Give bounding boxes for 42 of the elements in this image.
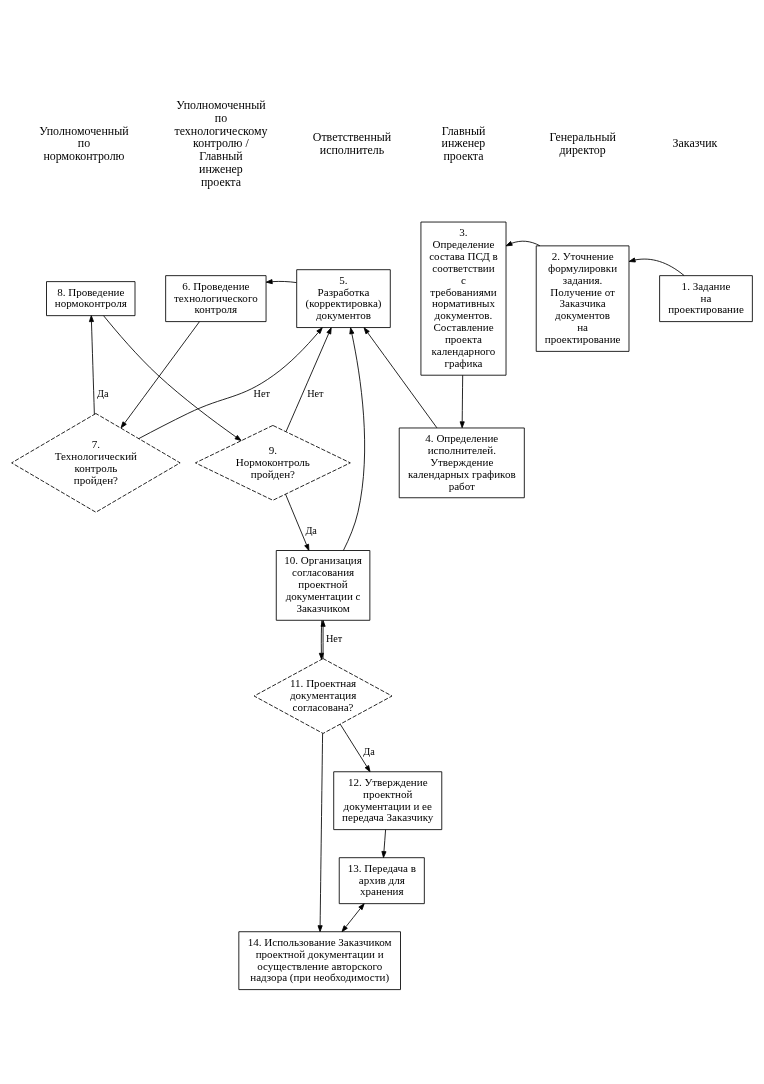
arrow	[285, 493, 310, 551]
node-box: 3. Определение состава ПСД в соответствии с требованиями нормативных документов. Составление проекта календарного графика	[420, 221, 507, 376]
node-box: 1. Задание на проектирование	[659, 275, 753, 323]
label: Заказчик	[672, 136, 718, 151]
node-box: 8. Проведение нормоконтроля	[46, 281, 136, 317]
node-diamond: 9. Нормоконтроль пройден?	[195, 425, 351, 501]
label: Уполномоченный по нормоконтролю	[39, 123, 129, 164]
node-box: 2. Уточнение формулировки задания. Получение от Заказчика документов на проектирование	[535, 245, 630, 352]
edge-label: Да	[96, 388, 109, 399]
arrow	[285, 327, 332, 432]
label: Генеральный директор	[549, 129, 616, 157]
arrow	[317, 733, 324, 933]
arrow	[265, 279, 297, 285]
arrow	[339, 723, 371, 773]
edge-label: Да	[305, 525, 317, 536]
edge-label: Да	[363, 746, 375, 758]
label: Уполномоченный по технологическому контролю / Главный инженер проекта	[174, 98, 268, 189]
node-box: 14. Использование Заказчиком проектной документации и осуществление авторского надзора (при необходимости)	[238, 931, 401, 991]
edge-label: Нет	[325, 633, 343, 645]
arrow	[363, 327, 438, 429]
node-box: 10. Организация согласования проектной документации с Заказчиком	[275, 550, 371, 621]
node-box: 4. Определение исполнителей. Утверждение календарных графиков работ	[398, 427, 525, 499]
node-diamond: 11. Проектная документация согласована?	[253, 658, 393, 734]
node-diamond: 7. Технологический контроль пройден?	[11, 413, 181, 513]
arrow	[505, 240, 541, 247]
arrow	[138, 327, 323, 439]
edge-label: Нет	[253, 388, 270, 399]
arrow	[103, 315, 242, 441]
label: Главный инженер проекта	[441, 123, 486, 164]
node-box: 6. Проведение технологического контроля	[165, 275, 267, 323]
node-box: 5. Разработка (корректировка) документов	[296, 269, 391, 328]
node-box: 12. Утверждение проектной документации и ее передача Заказчику	[333, 771, 443, 831]
label: Ответственный исполнитель	[312, 129, 392, 157]
arrow	[343, 327, 366, 551]
arrow	[381, 829, 387, 858]
arrow	[88, 315, 95, 415]
arrow	[459, 374, 465, 429]
arrow	[341, 903, 365, 933]
arrow	[120, 321, 200, 429]
arrow	[628, 257, 685, 276]
node-box: 13. Передача в архив для хранения	[338, 857, 425, 905]
edge-label: Нет	[307, 388, 324, 399]
